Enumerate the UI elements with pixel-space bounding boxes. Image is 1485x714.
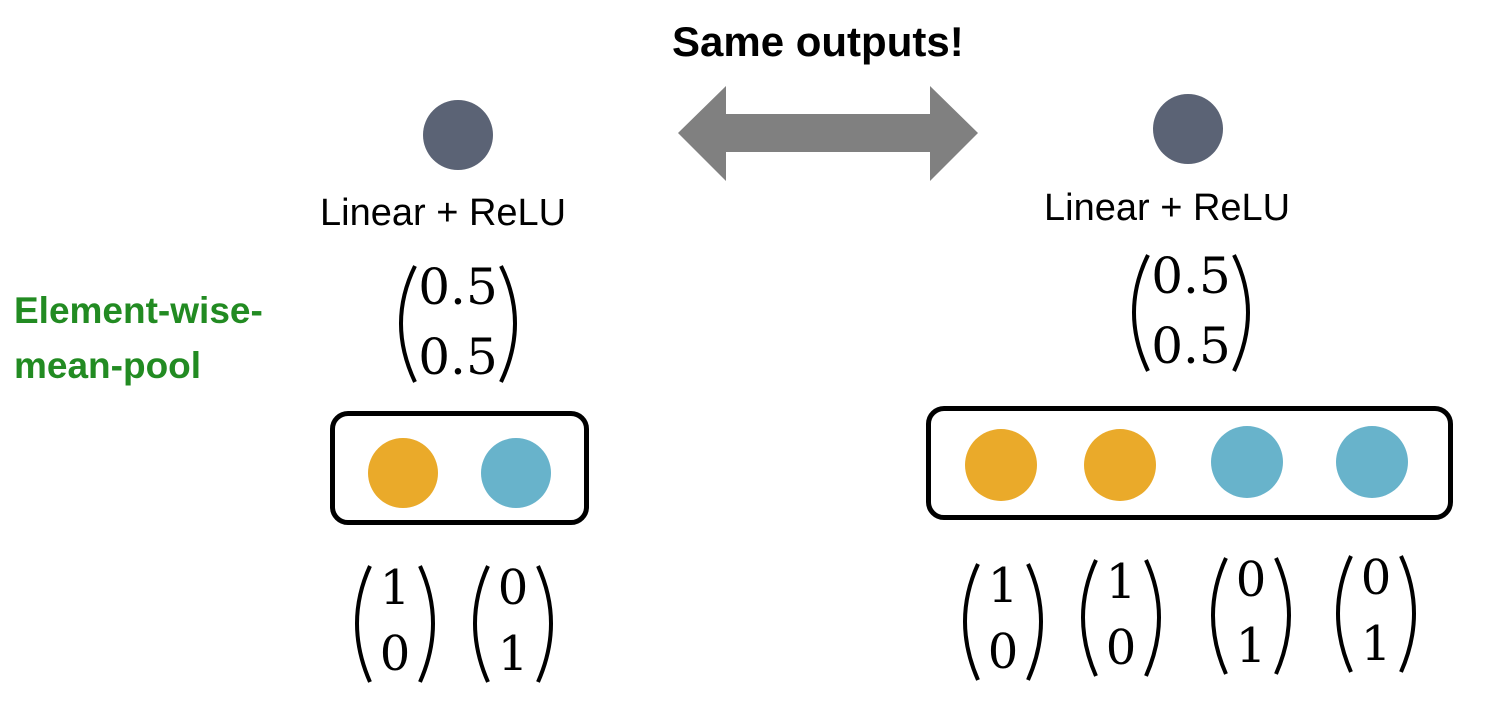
- diagram-title: Same outputs!: [672, 18, 964, 65]
- left-input-vector-1-parentheses: [355, 565, 435, 683]
- double-arrow-icon: [678, 86, 978, 181]
- left-input-vector-1-bottom: 0: [379, 626, 411, 682]
- right-layer-label: Linear + ReLU: [1044, 187, 1291, 229]
- right-input-vector-1: 1 0: [958, 556, 1048, 686]
- right-input-vector-2: 1 0: [1076, 552, 1166, 682]
- right-input-vector-1-bottom: 0: [987, 624, 1019, 680]
- right-input-vector-1-top: 1: [987, 558, 1019, 614]
- right-output-node: [1153, 94, 1223, 164]
- right-input-vector-1-parentheses: [963, 563, 1043, 681]
- left-pooled-value-2: 0.5: [418, 328, 498, 386]
- left-input-vector-1-top: 1: [379, 560, 411, 616]
- right-pooled-value-1: 0.5: [1151, 247, 1231, 305]
- left-pooled-parentheses: [399, 265, 517, 383]
- left-pooled-vector: 0.5 0.5: [393, 258, 523, 388]
- right-input-vector-2-parentheses: [1081, 559, 1161, 677]
- right-input-vector-3-parentheses: [1211, 557, 1291, 675]
- right-pooled-value-2: 0.5: [1151, 317, 1231, 375]
- left-input-vector-1: 1 0: [350, 558, 440, 688]
- left-input-vector-2-bottom: 1: [497, 626, 529, 682]
- right-blue-node-1: [1211, 426, 1283, 498]
- left-layer-label: Linear + ReLU: [320, 192, 567, 234]
- right-node-set-box: [926, 406, 1453, 520]
- left-yellow-node: [368, 438, 438, 508]
- right-blue-node-2: [1336, 426, 1408, 498]
- right-input-vector-4: 0 1: [1331, 548, 1421, 678]
- right-input-vector-3-bottom: 1: [1235, 618, 1267, 674]
- right-input-vector-2-bottom: 0: [1105, 620, 1137, 676]
- left-node-set-box: [330, 411, 589, 525]
- left-pooled-value-1: 0.5: [418, 258, 498, 316]
- right-input-vector-3: 0 1: [1206, 550, 1296, 680]
- pooling-label: Element-wise- mean-pool: [14, 283, 263, 393]
- right-yellow-node-2: [1084, 429, 1156, 501]
- pooling-label-line-1: Element-wise-: [14, 290, 263, 331]
- right-input-vector-4-bottom: 1: [1360, 616, 1392, 672]
- right-input-vector-2-top: 1: [1105, 554, 1137, 610]
- pooling-label-line-2: mean-pool: [14, 345, 202, 386]
- right-pooled-vector: 0.5 0.5: [1126, 247, 1256, 377]
- right-input-vector-4-top: 0: [1360, 550, 1392, 606]
- right-yellow-node-1: [965, 429, 1037, 501]
- left-input-vector-2-parentheses: [473, 565, 553, 683]
- left-output-node: [423, 100, 493, 170]
- right-input-vector-3-top: 0: [1235, 552, 1267, 608]
- left-input-vector-2-top: 0: [497, 560, 529, 616]
- left-input-vector-2: 0 1: [468, 558, 558, 688]
- left-blue-node: [481, 438, 551, 508]
- right-input-vector-4-parentheses: [1336, 555, 1416, 673]
- right-pooled-parentheses: [1132, 254, 1250, 372]
